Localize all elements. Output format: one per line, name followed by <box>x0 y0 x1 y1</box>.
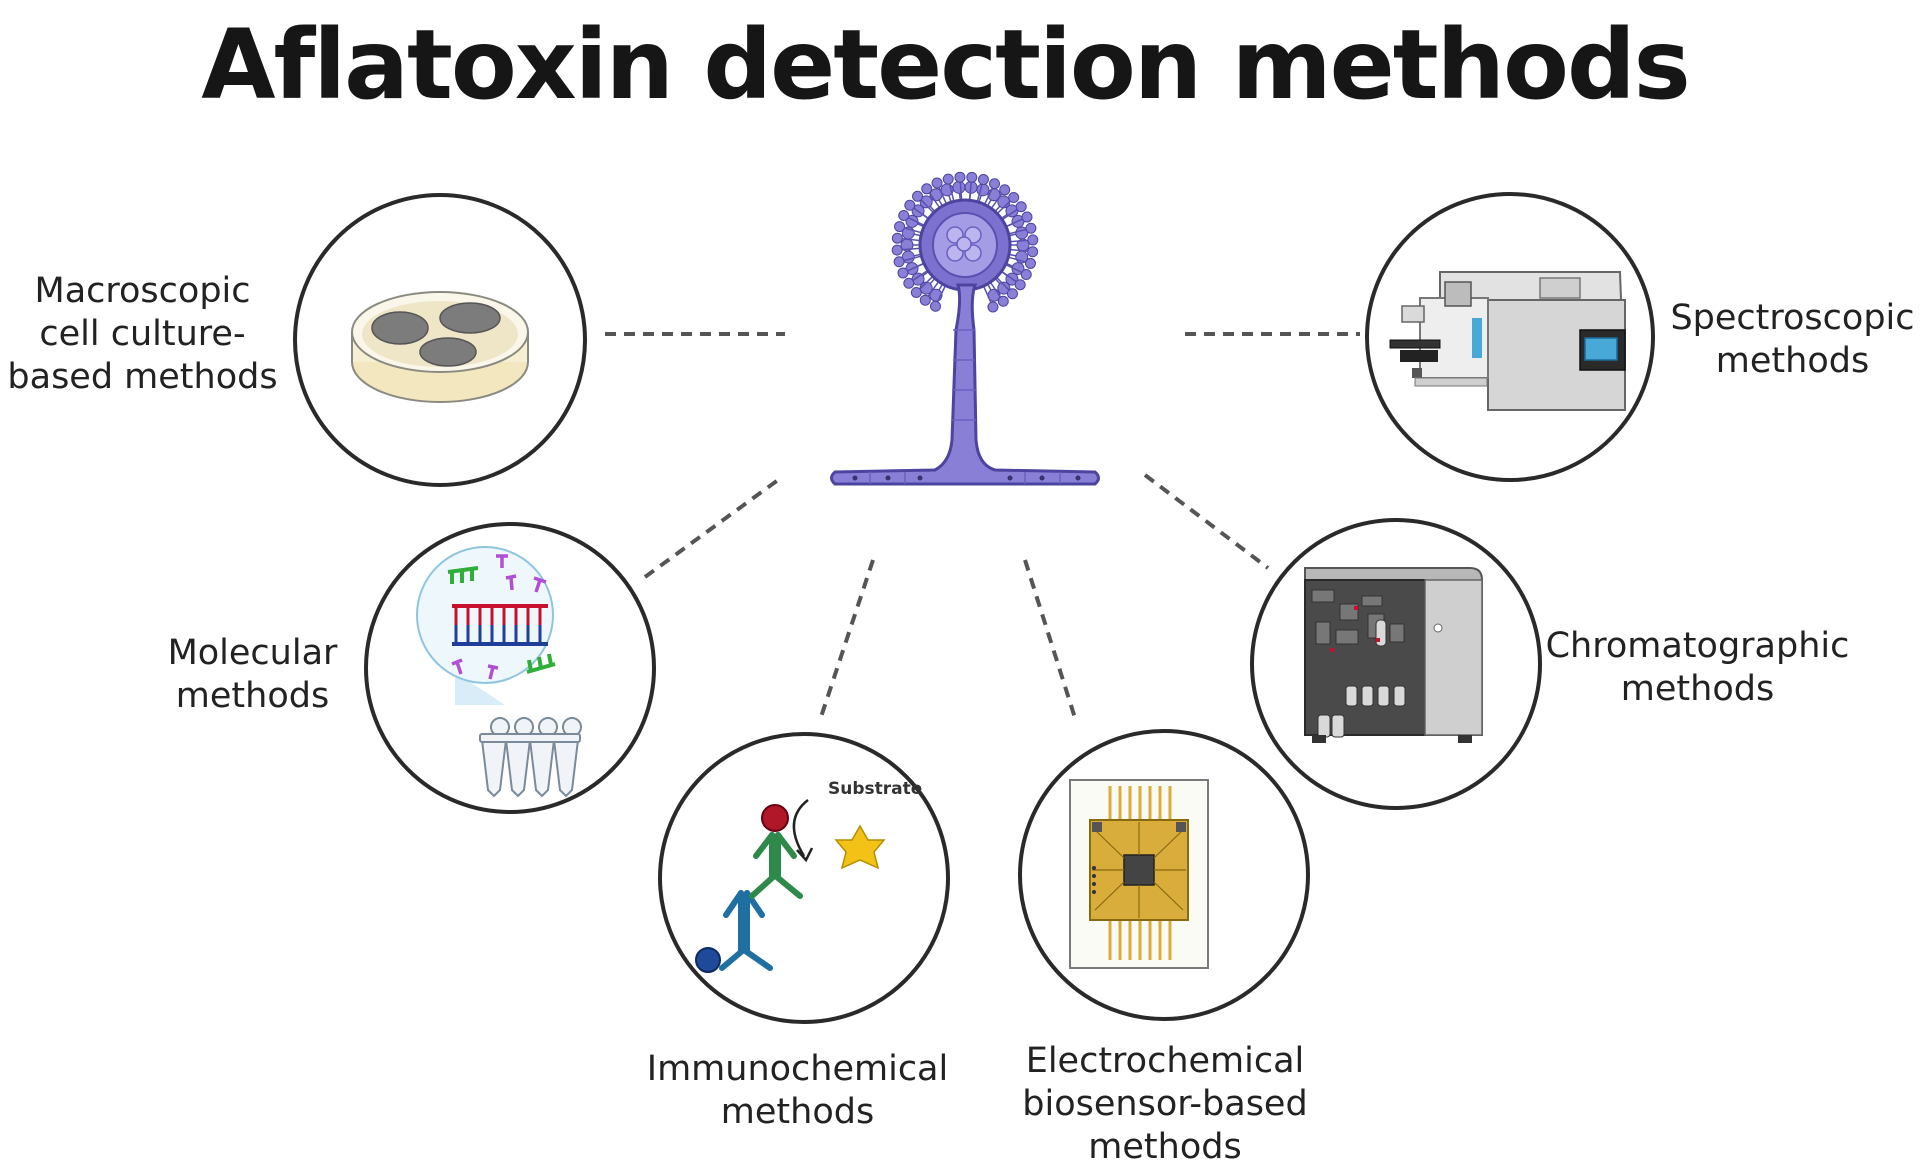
label-molecular: Molecular methods <box>150 632 355 718</box>
aspergillus-fungus-icon <box>830 171 1100 486</box>
connector-immunochemical <box>818 559 875 721</box>
label-line: Chromatographic <box>1545 626 1850 666</box>
label-line: Electrochemical <box>1025 1041 1305 1081</box>
macroscopic-method-node <box>293 193 587 487</box>
label-immunochemical: Immunochemical methods <box>640 1048 955 1134</box>
connector-electrochemical <box>1023 559 1077 719</box>
biosensor-chip-icon <box>1069 779 1209 969</box>
label-line: cell culture- <box>39 314 246 354</box>
label-line: based methods <box>7 357 278 397</box>
chromatographic-method-node <box>1250 518 1542 810</box>
molecular-method-node <box>364 522 656 814</box>
label-spectroscopic: Spectroscopic methods <box>1670 297 1915 383</box>
dna-pcr-icon <box>416 546 582 798</box>
label-line: Molecular <box>167 633 338 673</box>
label-line: biosensor-based <box>1022 1084 1308 1124</box>
spectrometer-icon <box>1389 271 1627 411</box>
antibody-enzyme-icon <box>695 799 886 973</box>
label-line: methods <box>1620 669 1775 709</box>
label-line: methods <box>1715 341 1870 381</box>
connector-chromatographic <box>1143 473 1270 570</box>
label-line: methods <box>720 1092 875 1132</box>
label-line: Spectroscopic <box>1670 298 1915 338</box>
connectors <box>605 332 1360 721</box>
electrochemical-method-node <box>1018 729 1310 1021</box>
immunochemical-method-node: Substrate <box>658 732 950 1024</box>
label-electrochemical: Electrochemical biosensor-based methods <box>1010 1040 1320 1169</box>
connector-molecular <box>643 478 780 579</box>
pcr-tubes-icon <box>479 717 582 798</box>
petri-dish-icon <box>351 291 529 403</box>
label-line: Macroscopic <box>34 271 251 311</box>
label-line: methods <box>175 676 330 716</box>
label-line: Immunochemical <box>646 1049 949 1089</box>
figure-title: Aflatoxin detection methods <box>201 9 1691 121</box>
label-line: methods <box>1088 1127 1242 1167</box>
label-chromatographic: Chromatographic methods <box>1545 625 1850 711</box>
substrate-label: Substrate <box>828 779 922 799</box>
label-macroscopic: Macroscopic cell culture- based methods <box>0 270 285 399</box>
hplc-instrument-icon <box>1304 567 1483 743</box>
spectroscopic-method-node <box>1365 192 1655 482</box>
